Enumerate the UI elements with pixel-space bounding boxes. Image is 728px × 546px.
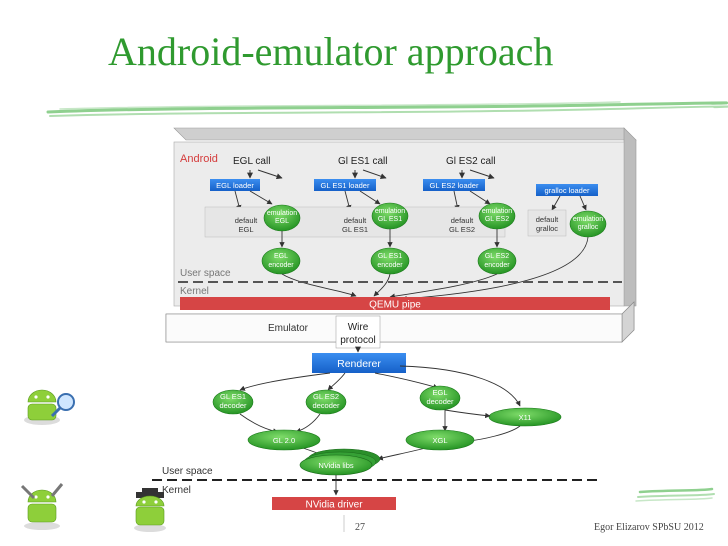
wire-protocol-box: Wire protocol <box>335 315 381 349</box>
svg-text:EGL loader: EGL loader <box>216 181 254 190</box>
svg-text:XGL: XGL <box>432 436 447 445</box>
svg-text:EGL: EGL <box>275 218 289 225</box>
svg-text:GL ES2: GL ES2 <box>313 392 339 401</box>
svg-text:GL ES1: GL ES1 <box>342 225 368 234</box>
defaults-band <box>204 206 506 238</box>
emulator-label: Emulator <box>268 323 309 334</box>
encoder-egl: EGL encoder <box>261 247 301 275</box>
encoder-arrows <box>279 229 500 248</box>
android-robot-tools-icon <box>20 483 64 530</box>
android-kernel-label: Kernel <box>180 286 209 297</box>
svg-text:emulation: emulation <box>573 216 603 223</box>
svg-text:GL ES2: GL ES2 <box>485 216 509 223</box>
svg-text:default: default <box>536 215 559 224</box>
emulation-gles2: emulation GL ES2 <box>478 202 516 230</box>
svg-text:default: default <box>235 216 258 225</box>
emulation-egl: emulation EGL <box>263 204 301 232</box>
svg-text:GL ES2 loader: GL ES2 loader <box>430 181 479 190</box>
default-egl: default EGL <box>235 216 258 234</box>
svg-text:NVidia libs: NVidia libs <box>318 461 354 470</box>
svg-text:decoder: decoder <box>219 401 247 410</box>
svg-text:gralloc: gralloc <box>578 224 599 231</box>
svg-text:encoder: encoder <box>268 262 294 269</box>
emulator-user-space-label: User space <box>162 466 213 477</box>
svg-text:GL ES1: GL ES1 <box>378 253 402 260</box>
author-footer: Egor Elizarov SPbSU 2012 <box>594 522 704 533</box>
decoder-egl: EGL decoder <box>419 385 461 411</box>
emulation-gles1: emulation GL ES1 <box>371 202 409 230</box>
title-underline-decoration <box>46 101 728 117</box>
svg-text:emulation: emulation <box>267 210 297 217</box>
svg-text:QEMU pipe: QEMU pipe <box>369 300 421 311</box>
android-user-space-label: User space <box>180 268 231 279</box>
nvidia-driver-box: NVidia driver <box>272 497 396 511</box>
nvidia-libs-node: NVidia libs <box>299 448 381 476</box>
gralloc-loader: gralloc loader <box>536 184 598 196</box>
svg-text:emulation: emulation <box>482 208 512 215</box>
xgl-node: XGL <box>405 429 475 451</box>
svg-text:default: default <box>344 216 367 225</box>
svg-text:gralloc: gralloc <box>536 224 558 233</box>
pipe-arrows <box>281 236 589 302</box>
svg-text:GL ES1 loader: GL ES1 loader <box>321 181 370 190</box>
decoder-gles1: GL ES1 decoder <box>212 389 254 415</box>
svg-text:EGL: EGL <box>238 225 253 234</box>
svg-text:NVidia driver: NVidia driver <box>305 500 363 511</box>
svg-text:decoder: decoder <box>426 397 454 406</box>
emulation-gralloc: emulation gralloc <box>569 210 607 238</box>
page-number: 27 <box>355 522 365 533</box>
svg-text:GL ES2: GL ES2 <box>485 253 509 260</box>
call-arrows <box>247 169 495 180</box>
emulator-kernel-label: Kernel <box>162 485 191 496</box>
svg-text:Renderer: Renderer <box>337 358 381 370</box>
egl-loader: EGL loader <box>210 179 260 191</box>
encoder-gles1: GL ES1 encoder <box>370 247 410 275</box>
svg-text:gralloc loader: gralloc loader <box>544 186 590 195</box>
gl20-node: GL 2.0 <box>247 429 321 451</box>
svg-text:EGL: EGL <box>274 253 288 260</box>
svg-text:Wire: Wire <box>348 322 369 333</box>
svg-text:GL ES1: GL ES1 <box>220 392 246 401</box>
default-gles2: default GL ES2 <box>449 216 475 234</box>
encoder-gles2: GL ES2 encoder <box>477 247 517 275</box>
gles1-loader: GL ES1 loader <box>314 179 376 191</box>
svg-text:encoder: encoder <box>484 262 510 269</box>
svg-text:encoder: encoder <box>377 262 403 269</box>
svg-text:GL ES2: GL ES2 <box>449 225 475 234</box>
emulator-band <box>165 301 635 343</box>
svg-text:default: default <box>451 216 474 225</box>
svg-text:protocol: protocol <box>340 335 376 346</box>
footer-decoration <box>635 487 715 502</box>
svg-text:decoder: decoder <box>312 401 340 410</box>
slide-title: Android-emulator approach <box>108 29 554 74</box>
gles1-call-label: Gl ES1 call <box>338 156 387 167</box>
android-robot-detective-icon <box>134 488 166 532</box>
android-robot-magnifier-icon <box>24 389 75 425</box>
qemu-pipe: QEMU pipe <box>180 297 610 311</box>
svg-text:EGL: EGL <box>432 388 447 397</box>
x11-node: X11 <box>488 407 562 427</box>
decoder-gles2: GL ES2 decoder <box>305 389 347 415</box>
svg-text:GL ES1: GL ES1 <box>378 216 402 223</box>
svg-text:X11: X11 <box>519 413 532 422</box>
default-gles1: default GL ES1 <box>342 216 368 234</box>
egl-call-label: EGL call <box>233 156 270 167</box>
svg-text:emulation: emulation <box>375 208 405 215</box>
renderer-box: Renderer <box>312 353 406 373</box>
android-label: Android <box>180 153 218 165</box>
svg-text:GL 2.0: GL 2.0 <box>273 436 295 445</box>
default-gralloc: default gralloc <box>527 209 567 237</box>
gles2-loader: GL ES2 loader <box>423 179 485 191</box>
gles2-call-label: Gl ES2 call <box>446 156 495 167</box>
